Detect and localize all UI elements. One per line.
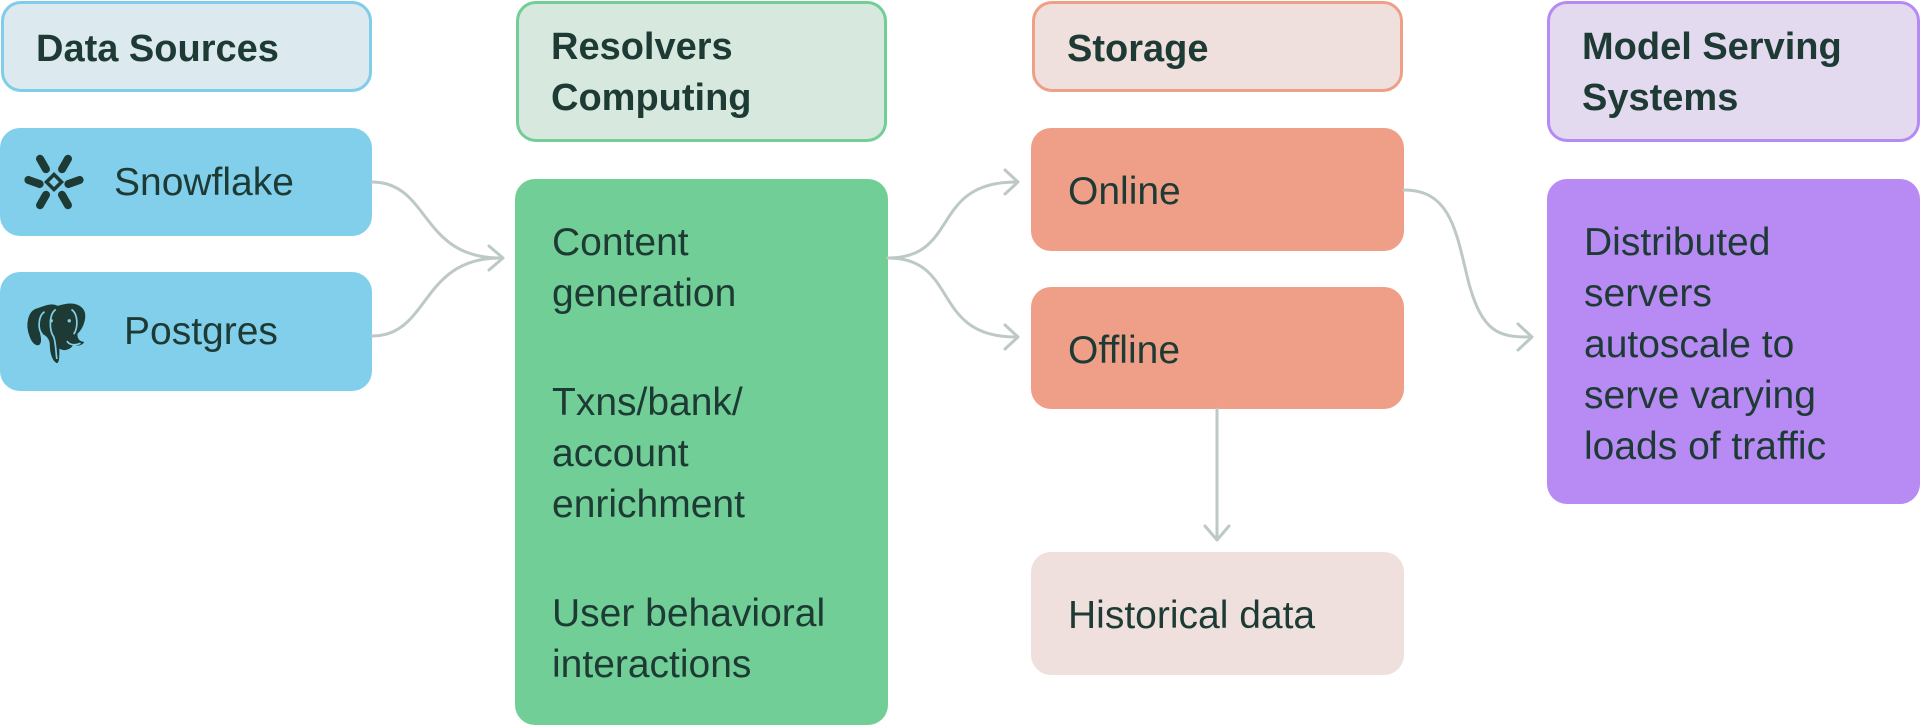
arrow-online-to-serving — [1402, 188, 1532, 339]
offline-node[interactable]: Offline — [1031, 287, 1404, 409]
storage-header: Storage — [1032, 1, 1403, 92]
resolver-txns-enrichment: Txns/bank/ account enrichment — [552, 377, 888, 530]
model-serving-header: Model Serving Systems — [1547, 1, 1920, 142]
resolver-content-generation: Content generation — [552, 217, 888, 319]
resolver-item-text: Txns/bank/ — [552, 381, 743, 424]
snowflake-label: Snowflake — [114, 160, 294, 204]
resolvers-node[interactable]: Content generation Txns/bank/ account en… — [515, 179, 888, 725]
resolver-item-text: User behavioral — [552, 592, 826, 635]
arrow-postgres-to-resolvers — [370, 256, 502, 338]
online-label: Online — [1068, 170, 1181, 213]
serving-description-line: Distributed — [1584, 221, 1771, 264]
online-node[interactable]: Online — [1031, 128, 1404, 251]
postgres-label: Postgres — [124, 310, 278, 353]
historical-data-node[interactable]: Historical data — [1031, 552, 1404, 675]
snowflake-icon — [22, 150, 86, 214]
serving-description-line: loads of traffic — [1584, 425, 1827, 468]
model-serving-header-line-1: Model Serving — [1582, 26, 1842, 68]
data-sources-header: Data Sources — [1, 1, 372, 92]
resolver-item-text: interactions — [552, 643, 752, 686]
arrow-resolvers-to-offline — [886, 256, 1018, 339]
resolver-item-text: Content — [552, 221, 689, 264]
resolver-item-text: generation — [552, 272, 737, 315]
resolver-item-text: account — [552, 432, 689, 475]
offline-label: Offline — [1068, 329, 1181, 372]
postgres-elephant-icon — [22, 296, 94, 368]
data-sources-header-label: Data Sources — [36, 28, 279, 70]
resolvers-header: Resolvers Computing — [516, 1, 887, 142]
model-serving-node[interactable]: Distributed servers autoscale to serve v… — [1547, 179, 1920, 504]
historical-data-label: Historical data — [1068, 594, 1316, 637]
arrow-snowflake-to-resolvers — [370, 180, 502, 260]
snowflake-node[interactable]: Snowflake — [0, 128, 372, 236]
arrowhead-serving — [1516, 322, 1534, 352]
resolvers-header-line-1: Resolvers — [551, 26, 733, 68]
serving-description-line: serve varying — [1584, 374, 1816, 417]
serving-description-line: autoscale to — [1584, 323, 1795, 366]
arrowhead-resolvers — [487, 244, 505, 272]
model-serving-header-line-2: Systems — [1582, 77, 1739, 119]
resolver-user-behavioral: User behavioral interactions — [552, 588, 888, 690]
resolvers-header-line-2: Computing — [551, 77, 752, 119]
postgres-node[interactable]: Postgres — [0, 272, 372, 391]
storage-header-label: Storage — [1067, 28, 1209, 70]
arrowhead-offline — [1003, 323, 1020, 351]
arrow-resolvers-to-online — [886, 180, 1018, 260]
resolver-item-text: enrichment — [552, 483, 745, 526]
serving-description-line: servers — [1584, 272, 1712, 315]
arrowhead-online — [1003, 168, 1020, 196]
arrowhead-historical — [1203, 524, 1231, 542]
